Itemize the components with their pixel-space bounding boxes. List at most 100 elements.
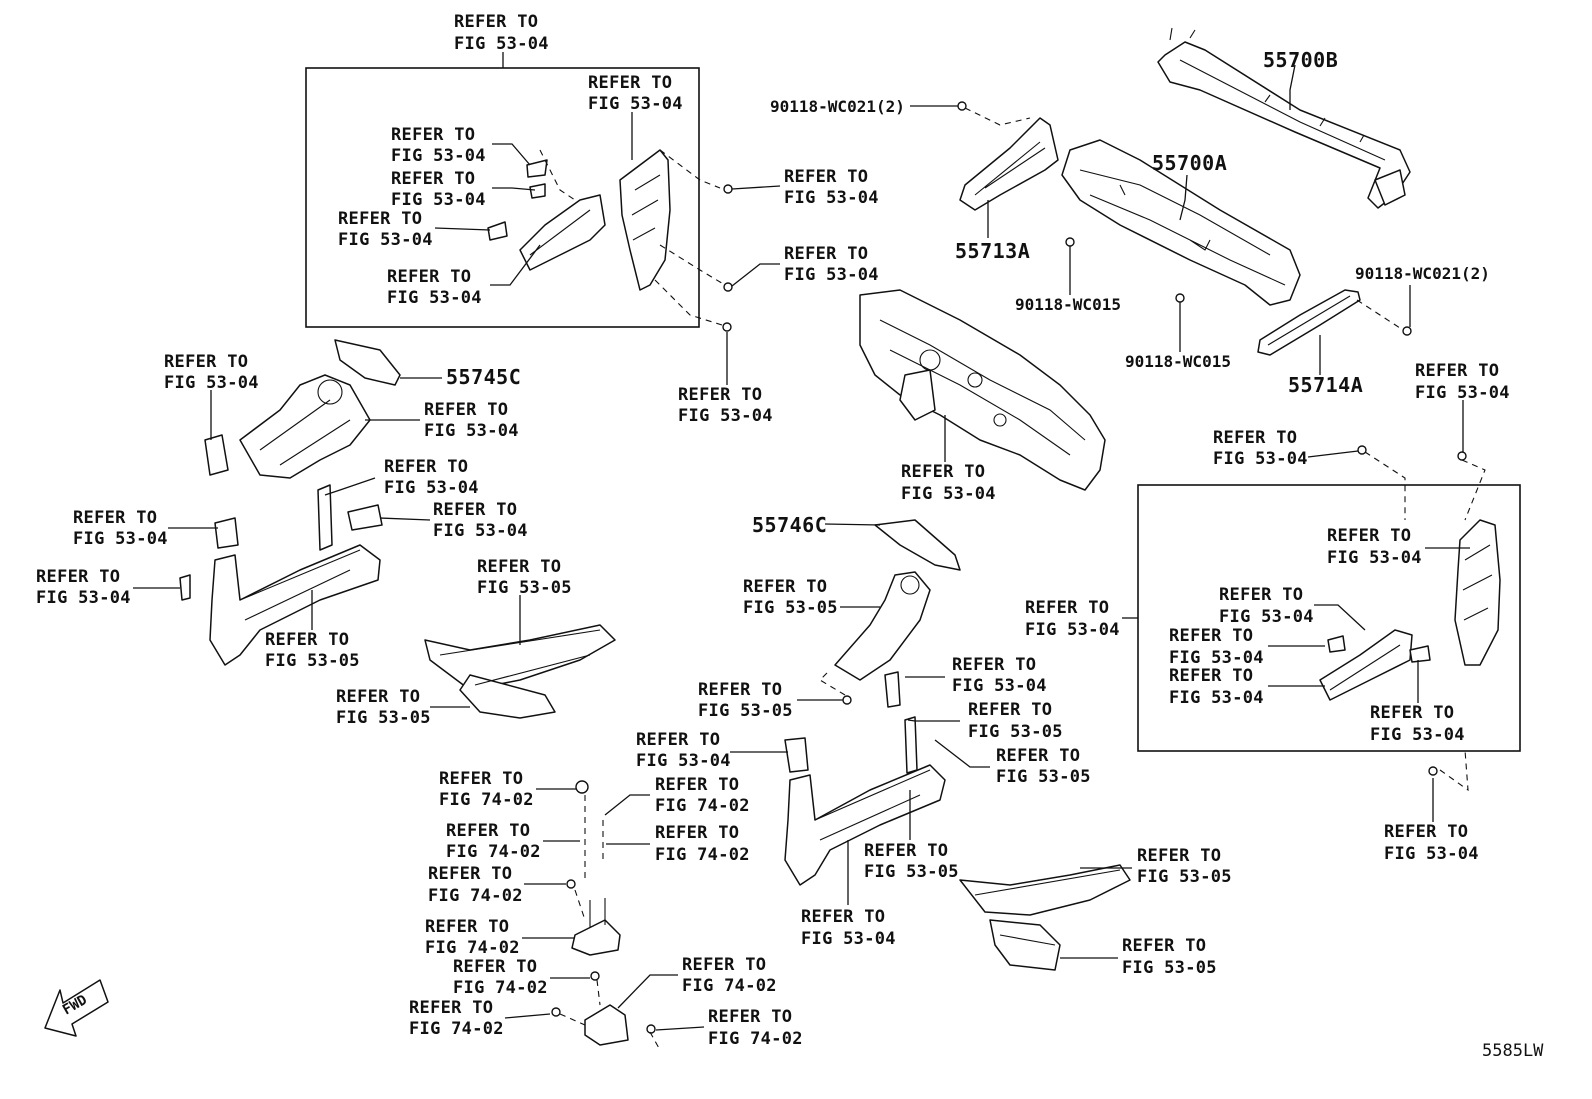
ref-fig: FIG 74-02 (439, 790, 534, 810)
diagram-code: 5585LW (1482, 1041, 1544, 1061)
ref-label: REFER TO (454, 12, 538, 32)
ref-label: REFER TO (428, 864, 512, 884)
ref-label: REFER TO (336, 687, 420, 707)
ref-label: REFER TO (1415, 361, 1499, 381)
ref-label: REFER TO (391, 169, 475, 189)
ref-label: REFER TO (636, 730, 720, 750)
engine-mount-upper (571, 898, 621, 956)
ref-fig: FIG 53-05 (864, 862, 959, 882)
ref-label: REFER TO (743, 577, 827, 597)
ref-fig: FIG 74-02 (409, 1019, 504, 1039)
bolt-icon (723, 282, 733, 292)
ref-fig: FIG 53-04 (801, 929, 896, 949)
ref-label: REFER TO (901, 462, 985, 482)
bolt-icon (1357, 445, 1367, 455)
dash-panel (859, 289, 1106, 491)
cowl-top-panel-55700b (1157, 27, 1411, 209)
ref-fig: FIG 53-04 (1384, 844, 1479, 864)
ref-fig: FIG 53-04 (338, 230, 433, 250)
ref-label: REFER TO (439, 769, 523, 789)
ref-label: REFER TO (391, 125, 475, 145)
ref-label: REFER TO (655, 823, 739, 843)
ref-fig: FIG 53-05 (996, 767, 1091, 787)
bolt-number-wc021-right: 90118-WC021(2) (1355, 264, 1490, 283)
ref-label: REFER TO (409, 998, 493, 1018)
bolt-icon (842, 695, 852, 705)
bolt-icon (590, 971, 600, 981)
ref-fig: FIG 53-04 (1169, 688, 1264, 708)
ref-fig: FIG 74-02 (446, 842, 541, 862)
ref-label: REFER TO (801, 907, 885, 927)
ref-fig: FIG 53-04 (433, 521, 528, 541)
ref-fig: FIG 74-02 (708, 1029, 803, 1049)
ref-label: REFER TO (1122, 936, 1206, 956)
ref-fig: FIG 53-04 (391, 190, 486, 210)
ref-label: REFER TO (164, 352, 248, 372)
ref-label: REFER TO (424, 400, 508, 420)
ref-fig: FIG 53-04 (636, 751, 731, 771)
ref-label: REFER TO (1169, 626, 1253, 646)
bolt-icon (646, 1024, 656, 1034)
ref-label: REFER TO (784, 244, 868, 264)
bolt-icon (1065, 237, 1075, 247)
ref-fig: FIG 53-04 (387, 288, 482, 308)
ref-fig: FIG 53-04 (164, 373, 259, 393)
ref-fig: FIG 53-04 (391, 146, 486, 166)
ref-fig: FIG 53-04 (901, 484, 996, 504)
bolt-number-wc021-left: 90118-WC021(2) (770, 97, 905, 116)
ref-label: REFER TO (698, 680, 782, 700)
ref-label: REFER TO (682, 955, 766, 975)
ref-label: REFER TO (73, 508, 157, 528)
ref-label: REFER TO (655, 775, 739, 795)
ref-fig: FIG 53-04 (588, 94, 683, 114)
assembly-dashed-lines (539, 107, 1486, 1051)
ref-fig: FIG 53-05 (1137, 867, 1232, 887)
bolt-icon (1457, 451, 1467, 461)
left-apron-assembly (204, 339, 401, 479)
ref-label: REFER TO (1169, 666, 1253, 686)
ref-label: REFER TO (265, 630, 349, 650)
ref-fig: FIG 53-04 (1219, 607, 1314, 627)
ref-fig: FIG 53-05 (336, 708, 431, 728)
part-number-labels: 55700B 55700A 55713A 55714A 55745C 55746… (446, 48, 1490, 537)
right-apron-assembly (834, 519, 961, 708)
ref-fig: FIG 53-04 (1169, 648, 1264, 668)
ref-label: REFER TO (384, 457, 468, 477)
bolt-icon (551, 1007, 561, 1017)
ref-label: REFER TO (1137, 846, 1221, 866)
ref-fig: FIG 53-05 (265, 651, 360, 671)
part-number-55746c: 55746C (752, 513, 827, 537)
ref-fig: FIG 53-05 (698, 701, 793, 721)
bolt-icon (1175, 293, 1185, 303)
ref-label: REFER TO (477, 557, 561, 577)
ref-label: REFER TO (446, 821, 530, 841)
bolt-icon (575, 780, 589, 794)
ref-label: REFER TO (678, 385, 762, 405)
floor-side-rail-right (959, 864, 1131, 971)
ref-label: REFER TO (1213, 428, 1297, 448)
leader-lines (133, 52, 1470, 1031)
ref-label: REFER TO (952, 655, 1036, 675)
ref-fig: FIG 53-05 (968, 722, 1063, 742)
right-front-side-member (784, 716, 946, 886)
ref-label: REFER TO (1025, 598, 1109, 618)
cowl-panel-55700a (1061, 139, 1301, 306)
bolt-icon (1402, 326, 1412, 336)
ref-fig: FIG 53-04 (36, 588, 131, 608)
ref-label: REFER TO (425, 917, 509, 937)
ref-fig: FIG 74-02 (682, 976, 777, 996)
ref-label: REFER TO (1384, 822, 1468, 842)
right-group-parts (1319, 519, 1501, 701)
bolt-icon-group (551, 101, 1467, 1034)
left-front-side-member (179, 484, 383, 666)
bolt-icon (1428, 766, 1438, 776)
ref-label: REFER TO (387, 267, 471, 287)
ref-label: REFER TO (996, 746, 1080, 766)
engine-mount-lower (584, 1004, 629, 1046)
ref-fig: FIG 53-04 (678, 406, 773, 426)
ref-label: REFER TO (1327, 526, 1411, 546)
ref-fig: FIG 74-02 (428, 886, 523, 906)
part-number-55713a: 55713A (955, 239, 1030, 263)
ref-fig: FIG 53-04 (784, 265, 879, 285)
ref-fig: FIG 53-04 (1025, 620, 1120, 640)
